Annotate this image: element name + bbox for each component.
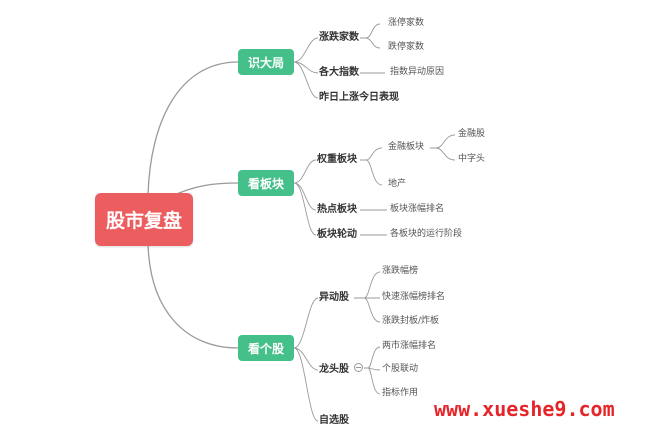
connector-b3-c2 xyxy=(364,346,381,395)
node-major-indices[interactable]: 各大指数 xyxy=(319,67,359,78)
node-yesterday-gainers[interactable]: 昨日上涨今日表现 xyxy=(319,92,399,103)
connector-b3 xyxy=(293,297,319,422)
connector-b3-c1 xyxy=(354,271,381,323)
node-hot-sectors[interactable]: 热点板块 xyxy=(317,204,357,215)
root-node[interactable]: 股市复盘 xyxy=(95,193,193,246)
node-weighted-sectors[interactable]: 权重板块 xyxy=(317,154,357,165)
node-market-gain-ranking[interactable]: 两市涨幅排名 xyxy=(382,341,437,351)
branch-node-overview[interactable]: 识大局 xyxy=(238,49,294,75)
node-sector-stage[interactable]: 各板块的运行阶段 xyxy=(390,229,463,239)
collapse-toggle-icon[interactable]: − xyxy=(354,362,363,372)
node-sector-gain-ranking[interactable]: 板块涨幅排名 xyxy=(390,204,445,214)
branch-node-stocks[interactable]: 看个股 xyxy=(238,335,294,361)
node-indicator-role[interactable]: 指标作用 xyxy=(382,388,419,398)
node-fast-gain-ranking[interactable]: 快速涨幅榜排名 xyxy=(382,292,446,302)
node-central-soe[interactable]: 中字头 xyxy=(458,154,486,164)
connector-root-branch-1 xyxy=(147,61,239,197)
node-limit-down-count[interactable]: 跌停家数 xyxy=(388,42,425,52)
connector-b2 xyxy=(293,159,317,236)
node-sector-rotation[interactable]: 板块轮动 xyxy=(317,229,357,240)
node-watchlist[interactable]: 自选股 xyxy=(319,415,349,426)
node-index-move-reason[interactable]: 指数异动原因 xyxy=(390,67,445,77)
node-financial-sector[interactable]: 金融板块 xyxy=(388,142,425,152)
connector-b1 xyxy=(293,37,319,99)
node-gain-loss-list[interactable]: 涨跌幅榜 xyxy=(382,266,419,276)
node-financial-stocks[interactable]: 金融股 xyxy=(458,129,486,139)
node-unusual-stocks[interactable]: 异动股 xyxy=(319,292,349,303)
branch-node-sectors[interactable]: 看板块 xyxy=(238,170,294,196)
node-real-estate[interactable]: 地产 xyxy=(388,179,407,189)
node-advance-decline[interactable]: 涨跌家数 xyxy=(319,32,359,43)
connector-b2-c1-c1 xyxy=(430,134,456,161)
node-stock-linkage[interactable]: 个股联动 xyxy=(382,364,419,374)
connector-root-branch-3 xyxy=(147,243,239,349)
node-leading-stocks[interactable]: 龙头股 xyxy=(319,364,349,375)
node-limit-up-count[interactable]: 涨停家数 xyxy=(388,18,425,28)
connector-b2-c1 xyxy=(360,147,383,186)
watermark-text: www.xueshe9.com xyxy=(434,397,615,421)
node-limit-seal-break[interactable]: 涨跌封板/炸板 xyxy=(382,316,440,326)
connector-b1-c1 xyxy=(360,23,381,49)
